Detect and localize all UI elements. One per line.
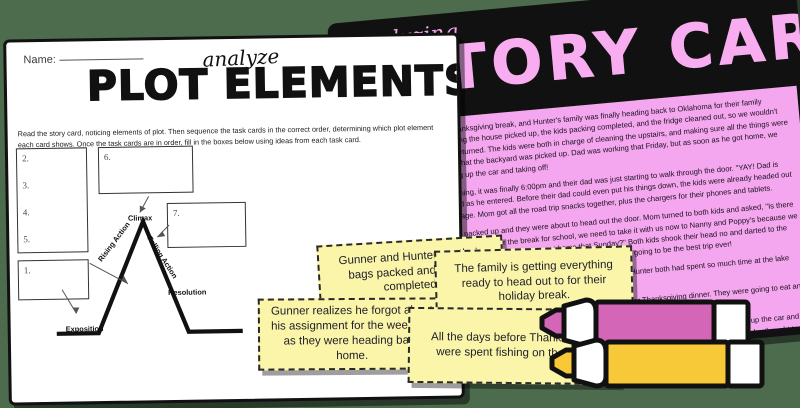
page-title: PLOT ELEMENTS [86, 55, 465, 111]
answer-box-6[interactable]: 6. [97, 145, 194, 195]
yellow-highlighter [549, 337, 765, 389]
label-resolution: Resolution [168, 287, 207, 298]
pink-highlighter [539, 297, 751, 349]
answer-numbers: 1. [19, 260, 89, 299]
answer-number: 2. [21, 153, 29, 164]
answer-box-7[interactable]: 7. [166, 201, 247, 249]
answer-numbers: 7. [168, 203, 246, 247]
label-rising-action: Rising Action [96, 220, 132, 264]
highlighter-markers [539, 297, 765, 389]
answer-number: 5. [23, 234, 31, 245]
answer-box-1[interactable]: 1. [17, 259, 90, 301]
answer-number: 3. [22, 180, 30, 191]
answer-numbers: 6. [99, 147, 193, 193]
answer-number: 4. [22, 207, 30, 218]
label-exposition: Exposition [65, 324, 104, 334]
answer-box-2-to-5[interactable]: 2. 3. 4. 5. [15, 147, 89, 254]
answer-number: 6. [103, 151, 111, 163]
name-label: Name: [23, 53, 56, 67]
label-climax: Climax [127, 213, 153, 223]
answer-numbers: 2. 3. 4. 5. [17, 148, 88, 252]
answer-number: 7. [172, 207, 180, 218]
answer-number: 1. [23, 265, 31, 276]
name-input-rule[interactable] [59, 58, 144, 61]
